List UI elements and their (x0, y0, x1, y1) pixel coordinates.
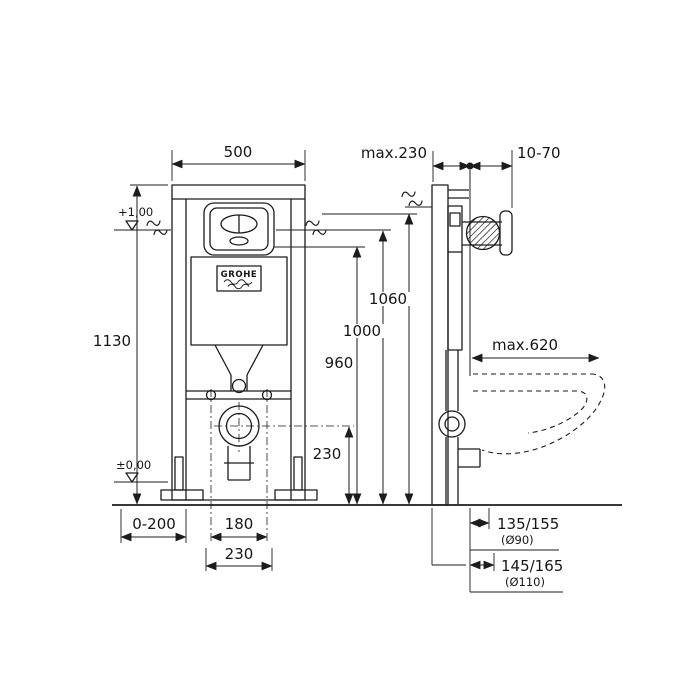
dim-label-dia110: (Ø110) (505, 575, 545, 589)
dimension-lines (120, 159, 600, 571)
dim-label-max620: max.620 (492, 336, 558, 354)
side-outlet-pipe (438, 350, 481, 504)
level-symbol-top (125, 220, 139, 231)
level-label-floor: ±0,00 (116, 458, 151, 472)
side-frame (405, 170, 471, 506)
dim-label-0-200: 0-200 (132, 515, 176, 533)
actuator-plate (499, 210, 513, 256)
front-frame (160, 184, 318, 501)
flush-actuator (462, 210, 513, 256)
dim-label-960: 960 (325, 354, 354, 372)
dim-label-135-155: 135/155 (497, 515, 559, 533)
flush-plate (203, 202, 275, 256)
dim-label-1000: 1000 (343, 322, 381, 340)
dim-label-10-70: 10-70 (517, 144, 561, 162)
dim-label-500: 500 (224, 143, 253, 161)
wave-icon (223, 279, 253, 285)
wave-icon (227, 283, 250, 290)
actuator-coil (465, 215, 501, 251)
dim-label-230-bottom: 230 (225, 545, 254, 563)
dim-label-1060: 1060 (369, 290, 407, 308)
reference-dot (466, 162, 474, 170)
brand-logo-text: GROHE (221, 270, 258, 280)
wall-break-marks (114, 189, 424, 238)
toilet-bowl-outline (473, 373, 606, 455)
cistern-tank (190, 256, 288, 394)
brand-badge (216, 265, 262, 292)
level-symbol-floor (114, 472, 168, 483)
dim-label-1130: 1130 (93, 332, 131, 350)
dim-label-max230: max.230 (361, 144, 427, 162)
level-label-top: +1,00 (118, 205, 153, 219)
dimension-labels: 500 1130 +1,00 ±0,00 0-200 180 230 230 9… (93, 143, 563, 589)
drain-fitting (210, 389, 354, 543)
dim-label-230-outlet: 230 (313, 445, 342, 463)
dim-label-dia90: (Ø90) (501, 533, 534, 547)
dim-label-180: 180 (225, 515, 254, 533)
dim-label-145-165: 145/165 (501, 557, 563, 575)
